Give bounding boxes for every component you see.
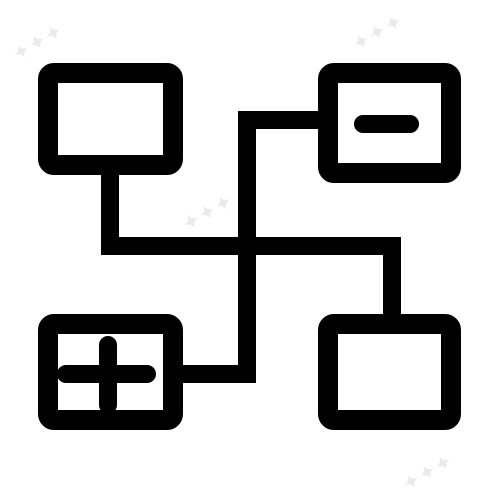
top-left-node-box — [38, 63, 183, 175]
connector-topright-to-bottomleft — [173, 111, 328, 383]
bottom-right-node-box — [318, 314, 461, 430]
